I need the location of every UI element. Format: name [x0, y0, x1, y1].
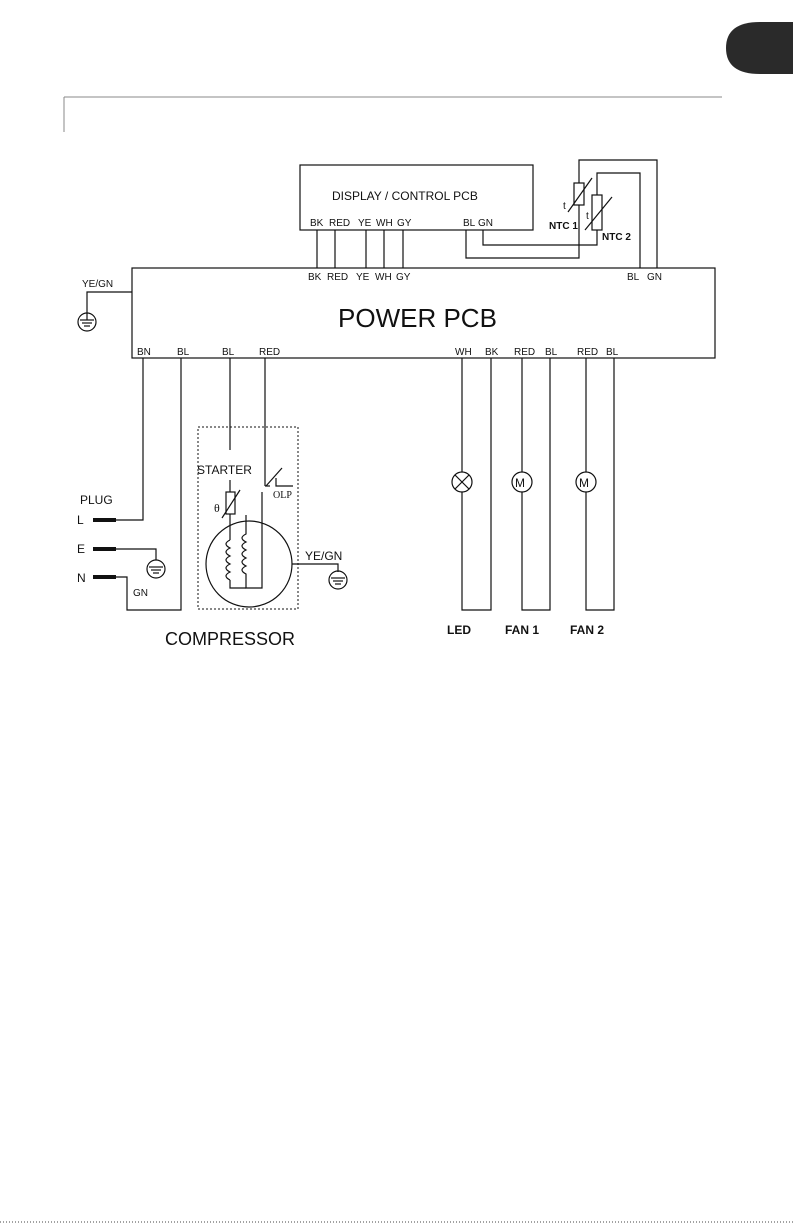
fan2-label: FAN 2	[570, 623, 604, 637]
plug-gn-label: GN	[133, 588, 148, 599]
power-top-pin-ye: YE	[356, 272, 370, 283]
power-pcb-top-pins: BK RED YE WH GY BL GN	[308, 272, 662, 283]
power-pcb-bottom-pins: BN BL BL RED WH BK RED BL RED BL	[137, 347, 619, 358]
page-tab	[726, 22, 793, 74]
power-top-pin-red: RED	[327, 272, 348, 283]
power-bottom-pin-bk: BK	[485, 347, 499, 358]
display-pcb-title: DISPLAY / CONTROL PCB	[332, 189, 478, 203]
power-bottom-pin-bl-fan1: BL	[545, 347, 558, 358]
power-bottom-pin-red: RED	[259, 347, 280, 358]
power-top-pin-bk: BK	[308, 272, 322, 283]
starter-label: STARTER	[197, 463, 252, 477]
power-bottom-pin-wh: WH	[455, 347, 472, 358]
power-bottom-pin-red-fan2: RED	[577, 347, 598, 358]
power-pcb-title: POWER PCB	[338, 303, 497, 333]
ntc1-symbol: t	[563, 201, 566, 212]
plug-terminal-n: N	[77, 571, 86, 585]
fan2-load: M FAN 2	[570, 358, 614, 637]
plug: PLUG L E N GN	[77, 358, 181, 610]
power-pcb-ground: YE/GN	[78, 279, 132, 331]
fan1-label: FAN 1	[505, 623, 539, 637]
display-pcb-pins: BK RED YE WH GY BL GN	[310, 218, 493, 229]
power-top-pin-gy: GY	[396, 272, 411, 283]
plug-terminal-e: E	[77, 542, 85, 556]
power-bottom-pin-bl1: BL	[177, 347, 190, 358]
power-top-pin-bl: BL	[627, 272, 640, 283]
display-pin-red: RED	[329, 218, 350, 229]
display-pin-bk: BK	[310, 218, 324, 229]
compressor-ground-label: YE/GN	[305, 549, 342, 563]
ntc-wires	[466, 160, 657, 268]
display-pin-bl: BL	[463, 218, 476, 229]
ntc2-label: NTC 2	[602, 232, 631, 243]
compressor-box	[198, 427, 298, 609]
ntc2-sensor: t NTC 2	[585, 195, 631, 243]
power-bottom-pin-bl-fan2: BL	[606, 347, 619, 358]
fan1-load: M FAN 1	[505, 358, 550, 637]
power-bottom-pin-bn: BN	[137, 347, 151, 358]
power-top-pin-wh: WH	[375, 272, 392, 283]
fan2-motor-symbol: M	[579, 476, 589, 490]
display-pin-ye: YE	[358, 218, 372, 229]
olp-label: OLP	[273, 490, 292, 501]
plug-terminal-l: L	[77, 513, 84, 527]
theta-symbol: θ	[214, 501, 220, 515]
display-pin-gy: GY	[397, 218, 412, 229]
display-pin-wh: WH	[376, 218, 393, 229]
fan1-motor-symbol: M	[515, 476, 525, 490]
ntc1-label: NTC 1	[549, 221, 578, 232]
power-bottom-pin-red-fan1: RED	[514, 347, 535, 358]
compressor: STARTER OLP θ YE/GN COMPRESSOR	[165, 358, 347, 649]
ribbon-wires	[317, 230, 403, 268]
power-ground-label: YE/GN	[82, 279, 113, 290]
led-load: LED	[447, 358, 491, 637]
ntc2-symbol: t	[586, 211, 589, 222]
plug-label: PLUG	[80, 493, 113, 507]
display-pin-gn: GN	[478, 218, 493, 229]
ntc1-sensor: t NTC 1	[549, 178, 592, 232]
compressor-motor	[206, 521, 292, 607]
led-label: LED	[447, 623, 471, 637]
power-bottom-pin-bl2: BL	[222, 347, 235, 358]
compressor-label: COMPRESSOR	[165, 629, 295, 649]
power-top-pin-gn: GN	[647, 272, 662, 283]
